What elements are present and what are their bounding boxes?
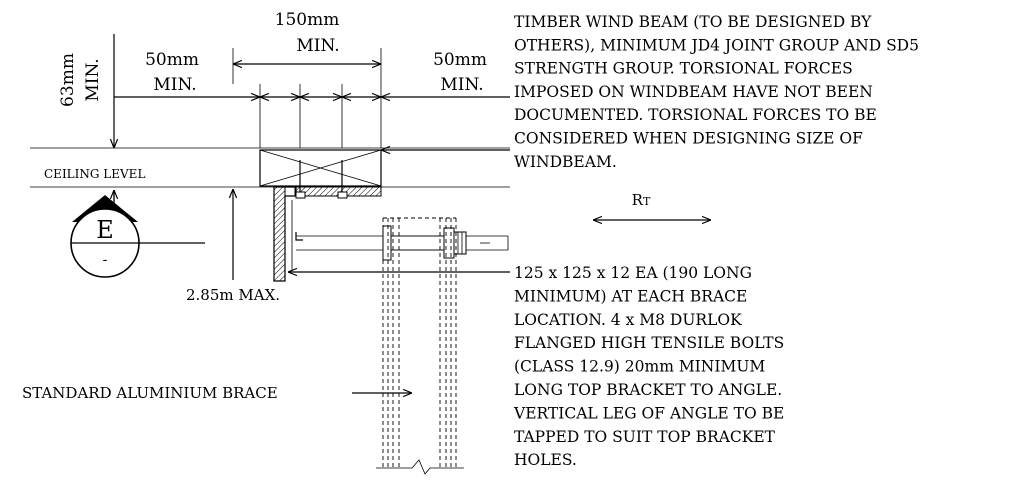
dim-63mm: 63mm MIN.: [58, 34, 114, 208]
dim-50mm-left-min: MIN.: [153, 75, 196, 95]
angle-outline: [273, 186, 297, 282]
elevation-sub: -: [103, 252, 108, 268]
screw-2-head: [337, 191, 348, 199]
angle-note-line: HOLES.: [514, 451, 577, 469]
angle-vertical-leg: [273, 186, 286, 282]
rt-sub: T: [643, 195, 651, 208]
brace-break-line: [376, 459, 464, 475]
bracket-plate-left: [382, 225, 392, 261]
windbeam-note-line: IMPOSED ON WINDBEAM HAVE NOT BEEN: [514, 83, 873, 101]
bracket-plate-right: [443, 227, 455, 259]
rt-reaction: RT: [593, 191, 711, 220]
steel-angle: [273, 160, 382, 282]
dim-chain-inner: [259, 84, 382, 148]
dim-150mm-value: 150mm: [275, 10, 340, 30]
dim-50mm-right-min: MIN.: [440, 75, 483, 95]
angle-note-line: LONG TOP BRACKET TO ANGLE.: [514, 381, 782, 399]
beam-cross-2: [259, 149, 382, 187]
angle-note-line: TAPPED TO SUIT TOP BRACKET: [514, 428, 776, 446]
dim-150mm-min: MIN.: [296, 36, 339, 56]
aluminium-brace: [376, 217, 464, 475]
angle-note-line: 125 x 125 x 12 EA (190 LONG: [514, 264, 752, 282]
windbeam-note: TIMBER WIND BEAM (TO BE DESIGNED BY OTHE…: [514, 13, 924, 171]
elevation-marker: E -: [70, 195, 205, 278]
dim-2-85m: 2.85m MAX.: [186, 189, 280, 304]
brace-callout: STANDARD ALUMINIUM BRACE: [22, 384, 412, 402]
dim-2-85m-label: 2.85m MAX.: [186, 286, 280, 304]
ceiling-level: CEILING LEVEL: [30, 167, 510, 188]
angle-note-line: FLANGED HIGH TENSILE BOLTS: [514, 334, 784, 352]
windbeam-note-line: OTHERS), MINIMUM JD4 JOINT GROUP AND SD5: [514, 36, 919, 54]
dim-50mm-right-value: 50mm: [433, 50, 487, 70]
bracket-hook: [295, 232, 303, 241]
angle-note: 125 x 125 x 12 EA (190 LONG MINIMUM) AT …: [513, 264, 789, 469]
windbeam-note-line: TIMBER WIND BEAM (TO BE DESIGNED BY: [514, 13, 872, 31]
bolt-nut: [453, 231, 467, 255]
angle-note-line: (CLASS 12.9) 20mm MINIMUM: [514, 358, 765, 376]
dim-63mm-min: MIN.: [83, 58, 103, 101]
timber-wind-beam: [259, 149, 382, 187]
rt-label: RT: [632, 191, 651, 209]
windbeam-note-line: CONSIDERED WHEN DESIGNING SIZE OF: [514, 130, 863, 148]
dim-50mm-right: 50mm MIN.: [381, 50, 510, 97]
dim-50mm-left: 50mm MIN.: [114, 50, 260, 97]
top-bracket: [295, 225, 509, 261]
windbeam-note-line: STRENGTH GROUP. TORSIONAL FORCES: [514, 60, 853, 78]
dim-50mm-left-value: 50mm: [145, 50, 199, 70]
brace-label: STANDARD ALUMINIUM BRACE: [22, 384, 278, 402]
angle-note-line: VERTICAL LEG OF ANGLE TO BE: [513, 404, 784, 422]
elevation-letter: E: [96, 216, 114, 244]
rt-main: R: [632, 191, 644, 209]
screw-1-head: [295, 191, 306, 199]
dim-63mm-value: 63mm: [58, 53, 78, 107]
dim-150mm: 150mm MIN.: [232, 10, 382, 84]
angle-note-line: MINIMUM) AT EACH BRACE: [514, 287, 747, 305]
windbeam-note-line: DOCUMENTED. TORSIONAL FORCES TO BE: [514, 106, 877, 124]
ceiling-label: CEILING LEVEL: [44, 167, 145, 181]
angle-note-line: LOCATION. 4 x M8 DURLOK: [514, 311, 742, 329]
wind-beam: [30, 148, 510, 187]
windbeam-note-line: WINDBEAM.: [514, 153, 617, 171]
